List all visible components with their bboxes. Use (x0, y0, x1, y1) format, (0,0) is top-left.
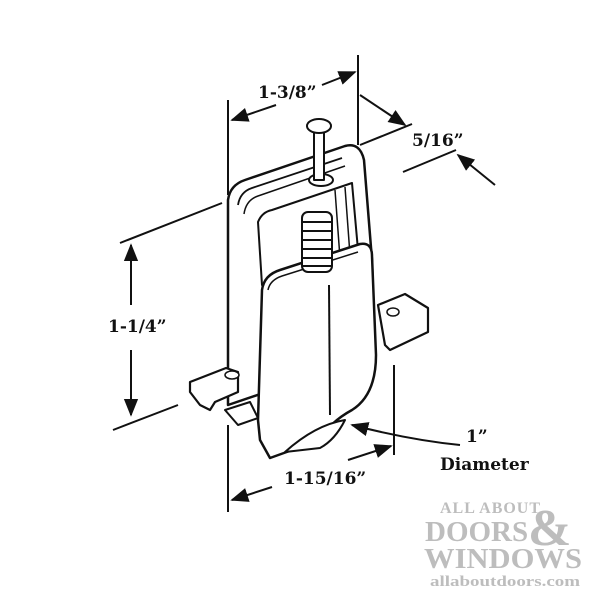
dim-height: 1-1/4” (108, 317, 167, 337)
dimension-lines (112, 55, 496, 512)
roller-body (188, 118, 430, 460)
watermark-ampersand: & (528, 500, 571, 557)
dim-width-top: 1-3/8” (258, 83, 317, 103)
adjustment-screw (306, 118, 334, 187)
dim-wheel-diameter-value: 1” (466, 427, 488, 447)
dim-width-bottom: 1-15/16” (284, 469, 366, 489)
watermark-line3: WINDOWS (424, 543, 582, 575)
watermark-line2: DOORS (425, 516, 528, 548)
watermark-line1: ALL ABOUT (440, 500, 541, 517)
watermark-logo: ALL ABOUT & DOORS WINDOWS allaboutdoors.… (424, 500, 582, 590)
dim-wheel-diameter-label: Diameter (440, 455, 530, 475)
watermark-url: allaboutdoors.com (430, 574, 581, 590)
spring (301, 211, 333, 273)
dim-depth: 5/16” (412, 131, 463, 151)
